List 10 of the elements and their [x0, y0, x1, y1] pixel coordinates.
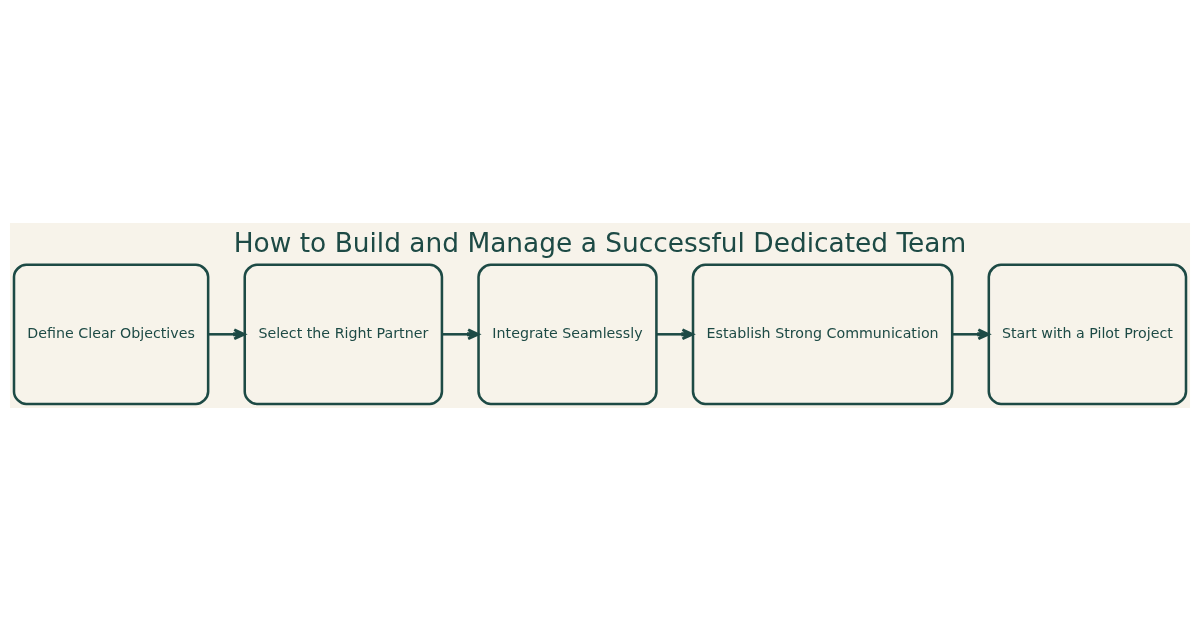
diagram-title: How to Build and Manage a Successful Dedicated Team [233, 226, 967, 258]
arrow [442, 327, 480, 340]
node-box: Define Clear Objectives [12, 262, 210, 405]
arrow [208, 327, 246, 340]
node-box: Establish Strong Communication [691, 262, 954, 405]
node-box: Start with a Pilot Project [987, 262, 1188, 405]
arrow [656, 327, 694, 340]
arrow [952, 327, 990, 340]
node-box: Select the Right Partner [243, 262, 444, 405]
node-box: Integrate Seamlessly [477, 262, 658, 405]
